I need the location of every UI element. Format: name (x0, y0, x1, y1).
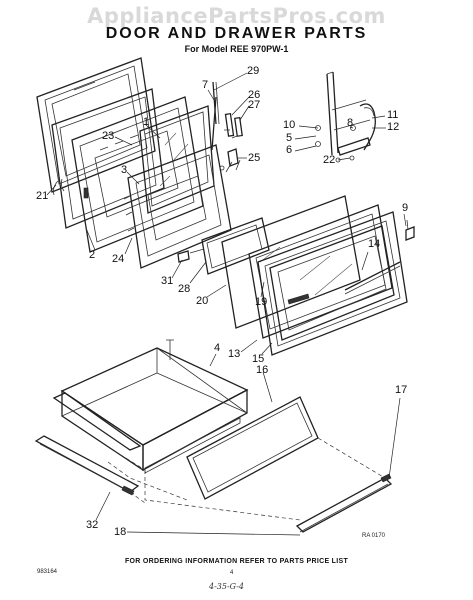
callout-25: 25 (248, 152, 261, 164)
callout-9: 9 (402, 202, 409, 214)
phantom-rail-outline (107, 437, 386, 521)
callout-32: 32 (86, 519, 99, 531)
watermark: AppliancePartsPros.com (87, 4, 386, 28)
hinge (225, 148, 241, 173)
oven-door-frame (123, 144, 232, 269)
door-hinge-assembly (315, 71, 376, 163)
callout-26: 26 (248, 89, 261, 101)
callout-19: 19 (255, 296, 268, 308)
model-subtitle: For Model REE 970PW-1 (184, 44, 289, 54)
callout-5: 5 (286, 132, 293, 144)
diagram-title: DOOR AND DRAWER PARTS (105, 25, 368, 42)
oven-door-inner-panel (71, 96, 204, 253)
door-handle-bar (344, 261, 401, 295)
callout-7: 7 (202, 79, 209, 91)
callout-4: 4 (214, 342, 221, 354)
callout-20: 20 (196, 295, 209, 307)
callout-6: 6 (286, 144, 293, 156)
callout-28: 28 (178, 283, 191, 295)
callout-18: 18 (114, 526, 127, 538)
callout-3: 3 (121, 164, 128, 176)
callout-2: 2 (89, 249, 96, 261)
drawer-front-panel (186, 396, 319, 500)
callout-27: 27 (248, 99, 261, 111)
callout-15: 15 (252, 353, 265, 365)
outer-door-frame (257, 211, 408, 356)
hinge-brackets (224, 112, 243, 139)
drawer-rail-right (295, 473, 393, 533)
callout-24: 24 (112, 253, 125, 265)
callout-21: 21 (36, 190, 49, 202)
callout-10: 10 (283, 119, 296, 131)
callout-12: 12 (387, 121, 400, 133)
handle-end-screw (405, 219, 415, 241)
callout-16: 16 (256, 364, 269, 376)
callout-13: 13 (228, 348, 241, 360)
oven-door-gasket (36, 57, 156, 196)
oven-door-liner (51, 88, 165, 229)
document-code: 983164 (37, 569, 58, 575)
callout-22: 22 (323, 154, 336, 166)
reference-code: RA 0170 (362, 533, 386, 539)
callout-23: 23 (102, 130, 115, 142)
page-number: 4 (230, 570, 234, 576)
callout-8: 8 (347, 117, 354, 129)
callout-11: 11 (387, 109, 399, 121)
callout-29: 29 (247, 65, 260, 77)
ordering-info-footer: FOR ORDERING INFORMATION REFER TO PARTS … (124, 558, 349, 565)
callout-17: 17 (395, 384, 408, 396)
storage-drawer (52, 339, 249, 474)
leader-lines (46, 72, 407, 536)
callout-31: 31 (161, 275, 174, 287)
callout-1: 1 (143, 116, 150, 128)
handwritten-note: 4-35-G-4 (209, 582, 245, 591)
callout-14: 14 (368, 238, 381, 250)
